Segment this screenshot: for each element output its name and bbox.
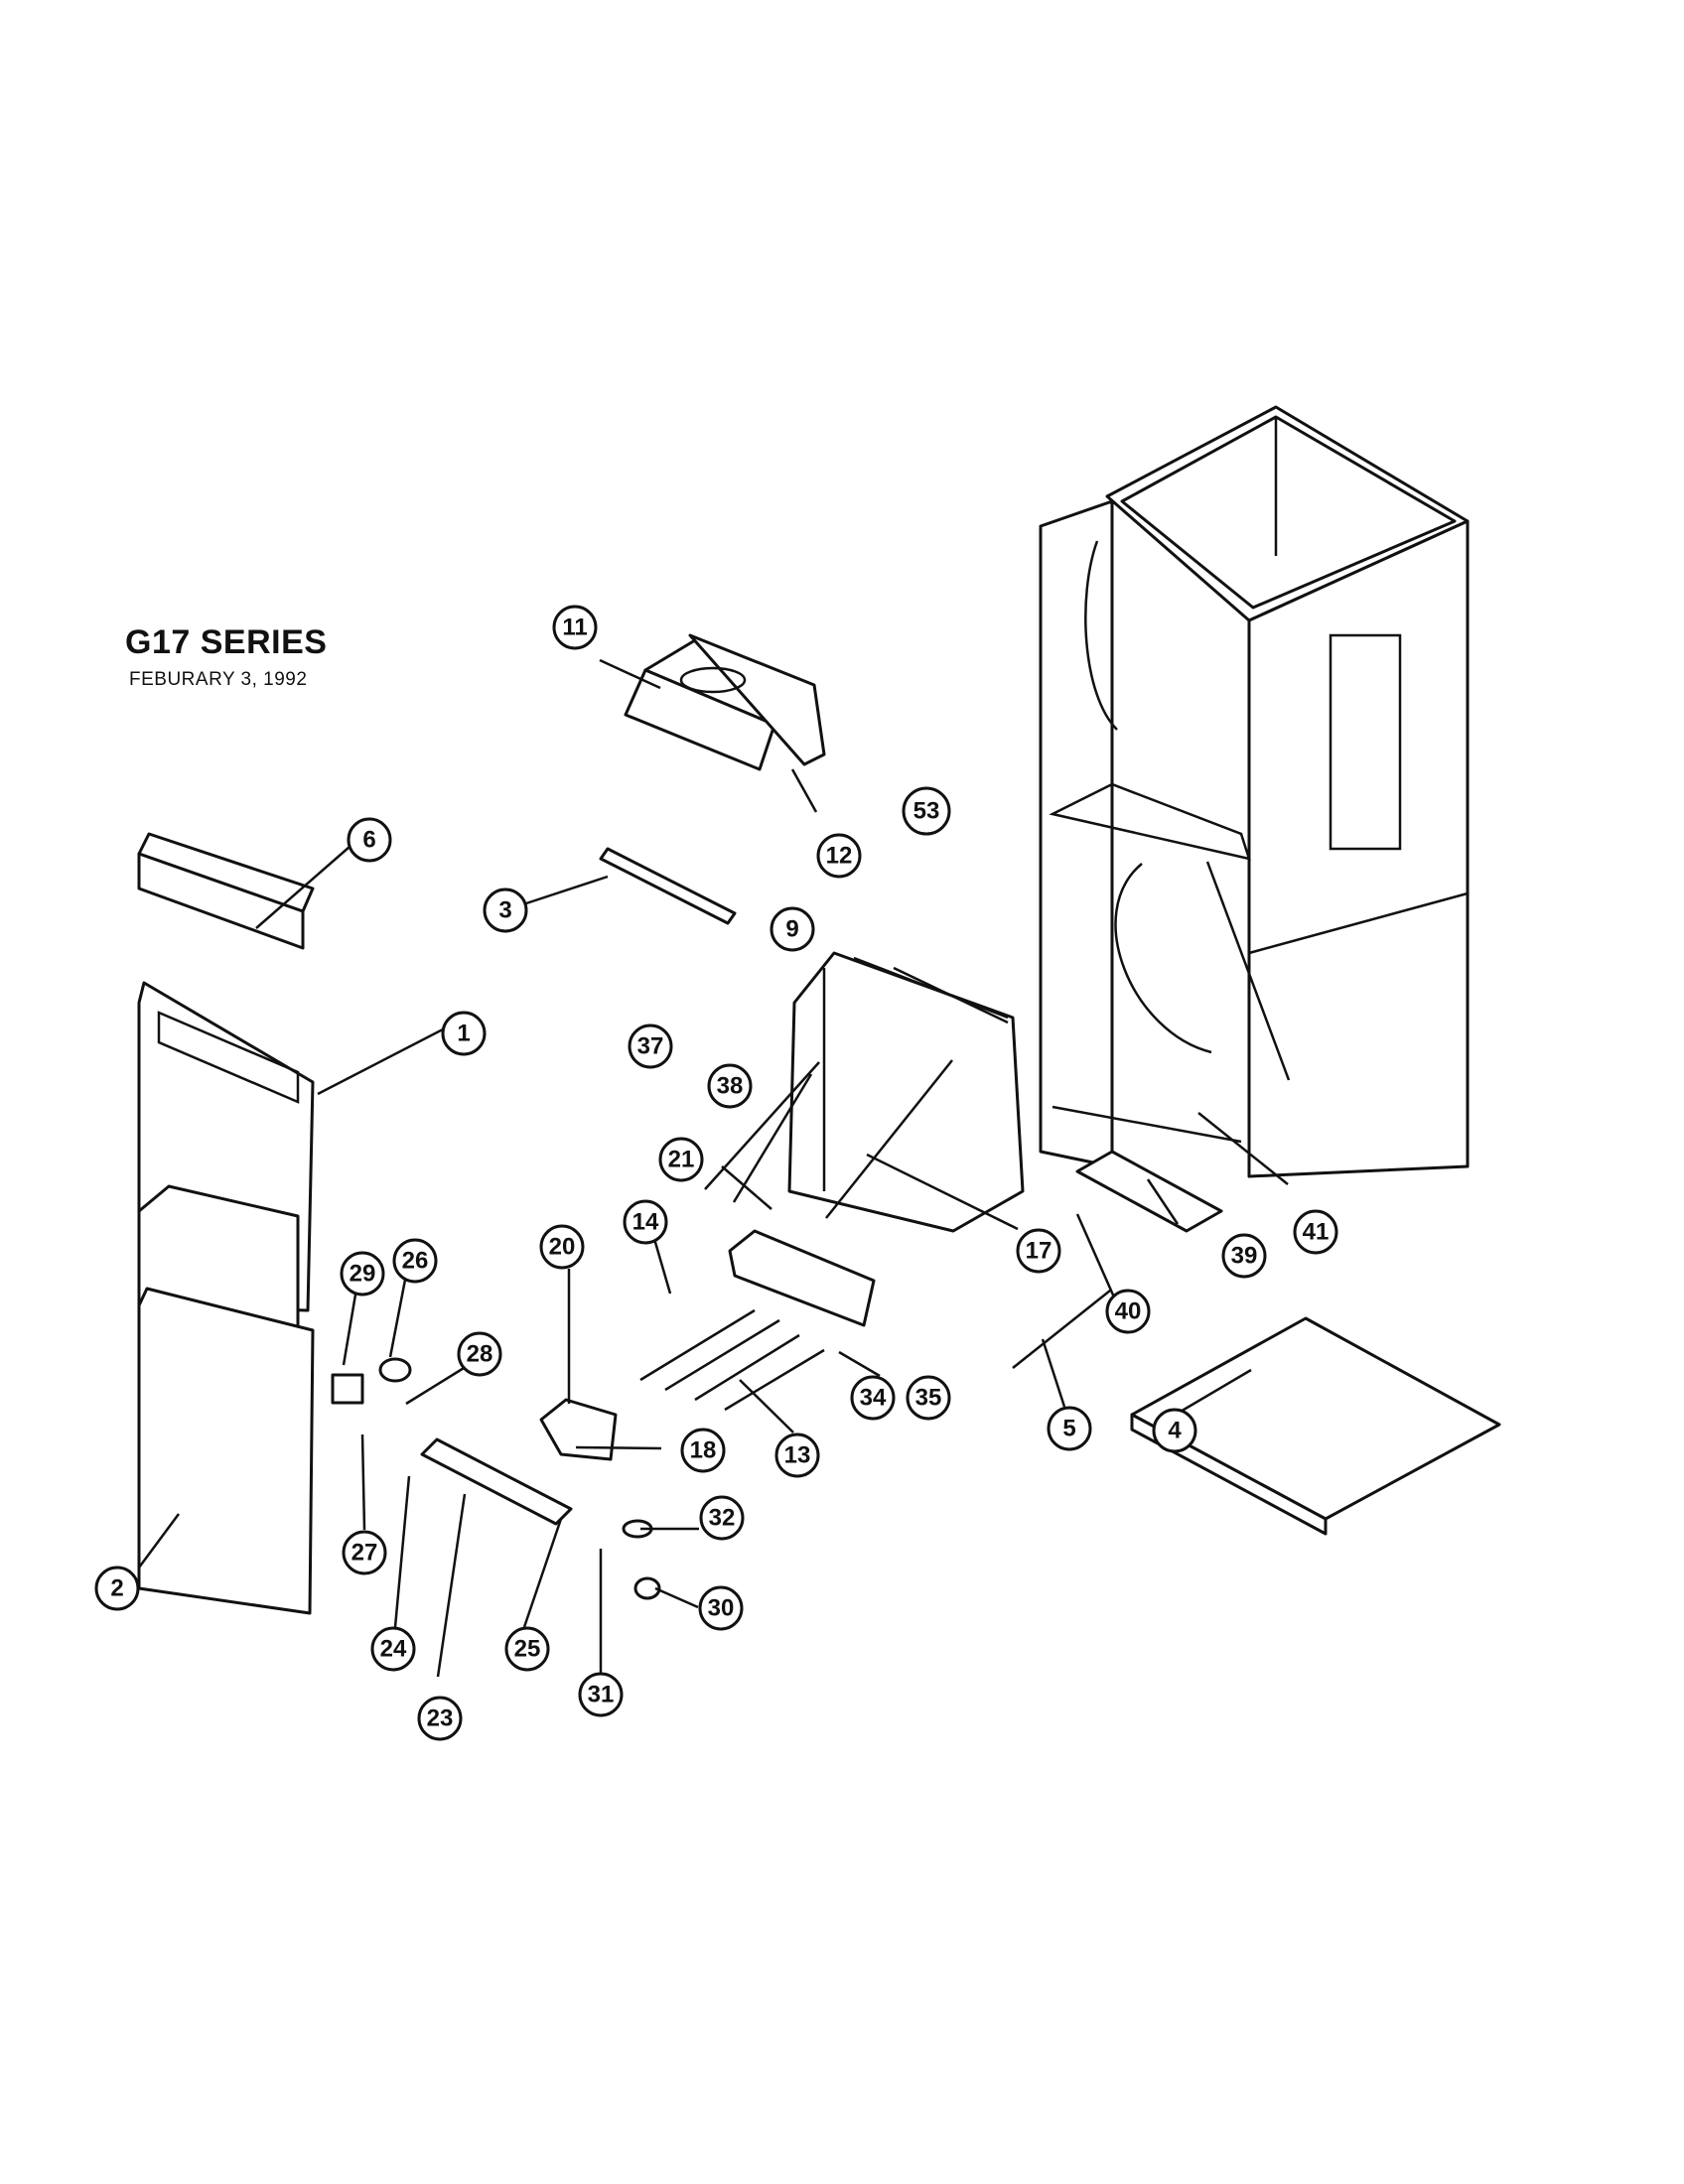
- svg-text:17: 17: [1026, 1238, 1052, 1265]
- svg-text:6: 6: [362, 827, 375, 854]
- callout-24: 24: [370, 1626, 416, 1672]
- part-drawing-21: [728, 1229, 876, 1327]
- callout-6: 6: [347, 817, 392, 863]
- callout-35: 35: [906, 1375, 951, 1421]
- svg-text:53: 53: [913, 798, 940, 825]
- svg-text:31: 31: [588, 1682, 615, 1708]
- callout-13: 13: [774, 1433, 820, 1478]
- callout-23: 23: [417, 1696, 463, 1741]
- svg-text:21: 21: [668, 1147, 695, 1173]
- callout-31: 31: [578, 1672, 624, 1717]
- callout-26: 26: [392, 1238, 438, 1284]
- svg-text:18: 18: [690, 1437, 717, 1464]
- callout-25: 25: [504, 1626, 550, 1672]
- part-drawing-23: [420, 1437, 573, 1526]
- part-drawing-9: [787, 951, 1025, 1233]
- svg-text:30: 30: [708, 1595, 735, 1622]
- cabinet-drawing: [1039, 405, 1470, 1178]
- callout-53: 53: [902, 786, 951, 836]
- svg-text:9: 9: [785, 916, 798, 943]
- callout-11: 11: [552, 605, 598, 650]
- part-drawing-40: [1075, 1150, 1223, 1233]
- svg-text:27: 27: [351, 1540, 378, 1567]
- svg-text:2: 2: [110, 1575, 123, 1602]
- part-drawing-3: [599, 847, 737, 925]
- callout-29: 29: [340, 1251, 385, 1297]
- callout-18: 18: [680, 1428, 726, 1473]
- svg-text:3: 3: [498, 897, 511, 924]
- part-drawing-11: [624, 633, 826, 771]
- part-drawing-1: [137, 981, 315, 1332]
- callout-5: 5: [1047, 1406, 1092, 1451]
- part-drawing-14: [639, 1308, 825, 1412]
- svg-text:29: 29: [350, 1261, 376, 1288]
- callout-20: 20: [539, 1224, 585, 1270]
- svg-text:40: 40: [1115, 1298, 1142, 1325]
- callout-41: 41: [1293, 1209, 1338, 1255]
- callout-1: 1: [441, 1011, 487, 1056]
- svg-text:4: 4: [1168, 1418, 1182, 1444]
- callout-12: 12: [816, 833, 862, 879]
- svg-text:38: 38: [717, 1073, 744, 1100]
- callout-34: 34: [850, 1375, 896, 1421]
- svg-text:20: 20: [549, 1234, 576, 1261]
- callout-17: 17: [1016, 1228, 1061, 1274]
- callout-32: 32: [699, 1495, 745, 1541]
- callout-30: 30: [698, 1585, 744, 1631]
- svg-text:12: 12: [826, 843, 853, 870]
- callout-38: 38: [707, 1063, 753, 1109]
- svg-text:34: 34: [860, 1385, 887, 1412]
- part-drawing-6: [137, 832, 315, 950]
- callout-3: 3: [483, 887, 528, 933]
- svg-text:28: 28: [467, 1341, 493, 1368]
- svg-text:14: 14: [632, 1209, 659, 1236]
- svg-text:5: 5: [1062, 1416, 1075, 1442]
- part-drawing-2: [137, 1287, 315, 1615]
- callout-2: 2: [94, 1566, 140, 1611]
- callout-27: 27: [342, 1530, 387, 1575]
- svg-text:13: 13: [784, 1442, 811, 1469]
- part-drawing-small-fittings: [331, 1357, 661, 1600]
- svg-text:32: 32: [709, 1505, 736, 1532]
- diagram-date: FEBURARY 3, 1992: [129, 669, 308, 690]
- svg-text:23: 23: [427, 1706, 454, 1732]
- svg-text:25: 25: [514, 1636, 541, 1663]
- callout-14: 14: [623, 1199, 668, 1245]
- svg-text:35: 35: [915, 1385, 942, 1412]
- callout-37: 37: [628, 1024, 673, 1069]
- callout-39: 39: [1221, 1233, 1267, 1279]
- callout-28: 28: [457, 1331, 502, 1377]
- svg-text:11: 11: [562, 614, 587, 641]
- leader-lines: [137, 658, 1291, 1678]
- part-drawing-20: [539, 1398, 618, 1461]
- svg-text:41: 41: [1303, 1219, 1330, 1246]
- callout-9: 9: [770, 906, 815, 952]
- diagram-title: G17 SERIES: [125, 623, 328, 661]
- svg-text:26: 26: [402, 1248, 429, 1275]
- callout-4: 4: [1152, 1408, 1197, 1453]
- svg-text:39: 39: [1231, 1243, 1258, 1270]
- svg-text:1: 1: [457, 1021, 470, 1047]
- svg-text:37: 37: [637, 1033, 664, 1060]
- svg-text:24: 24: [380, 1636, 407, 1663]
- callout-21: 21: [658, 1137, 704, 1182]
- part-drawing-5: [1012, 1290, 1111, 1369]
- callout-40: 40: [1105, 1289, 1151, 1334]
